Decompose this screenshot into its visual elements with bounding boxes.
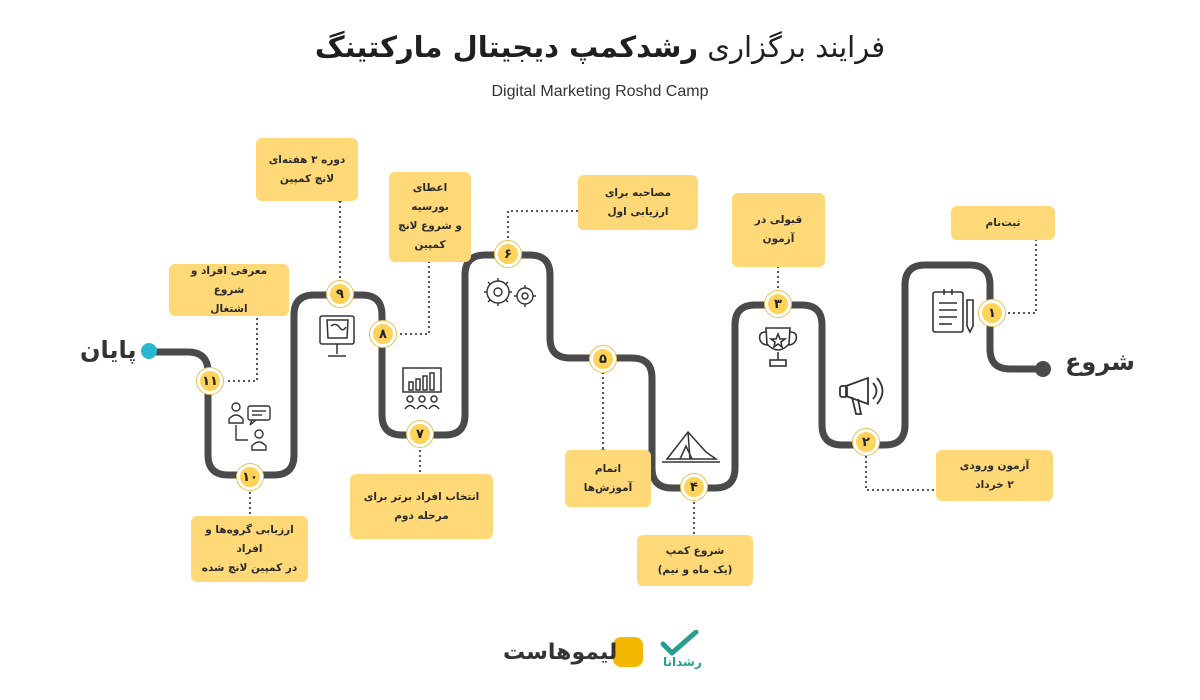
end-label: پایان (80, 336, 137, 364)
monitor-icon (319, 315, 355, 357)
limoo-logo (613, 637, 643, 667)
step-11-box: معرفی افراد و شروع اشتغال (169, 264, 289, 316)
step-4-box: شروع کمپ (یک ماه و نیم) (637, 535, 753, 586)
roshdana-logo (660, 630, 699, 656)
step-6-node: ۶ (495, 241, 521, 267)
step-5-node: ۵ (590, 346, 616, 372)
step-10-box: ارزیابی گروه‌ها و افراد در کمپین لانچ شد… (191, 516, 308, 582)
step-1-box: ثبت‌نام (951, 206, 1055, 240)
step-9-box: دوره ۳ هفته‌ای لانچ کمپین (256, 138, 358, 201)
step-9-node: ۹ (327, 281, 353, 307)
brand-roshdana: رشدانا (663, 655, 702, 669)
trophy-icon (758, 327, 798, 367)
connector-11 (228, 302, 258, 382)
step-4-node: ۴ (681, 474, 707, 500)
step-7-box: انتخاب افراد برتر برای مرحله دوم (350, 474, 493, 539)
brand-limoohost: لیموهاست (503, 640, 618, 665)
connector-2 (865, 446, 946, 491)
step-7-node: ۷ (407, 421, 433, 447)
step-8-node: ۸ (370, 321, 396, 347)
page-subtitle: Digital Marketing Roshd Camp (491, 83, 709, 100)
step-8-box: اعطای بورسیه و شروع لانچ کمپین (389, 172, 471, 262)
step-2-box: آزمون ورودی ۲ خرداد (936, 450, 1053, 501)
end-dot (141, 343, 157, 359)
step-5-box: اتمام آموزش‌ها (565, 450, 651, 507)
title-prefix: فرایند برگزاری (707, 30, 886, 64)
document-pencil-icon (932, 289, 974, 334)
step-6-box: مصاحبه برای ارزیابی اول (578, 175, 698, 230)
title-bold: رشدکمپ دیجیتال مارکتینگ (314, 30, 699, 64)
connector-1 (1008, 232, 1037, 314)
connector-6 (507, 210, 590, 253)
presentation-icon (402, 367, 442, 410)
step-3-box: قبولی در آزمون (732, 193, 825, 267)
step-10-node: ۱۰ (237, 464, 263, 490)
step-3-node: ۳ (765, 291, 791, 317)
step-11-node: ۱۱ (197, 368, 223, 394)
step-1-node: ۱ (979, 300, 1005, 326)
tent-icon (662, 430, 720, 463)
gears-icon (484, 278, 536, 307)
chat-people-icon (228, 402, 271, 451)
start-label: شروع (1065, 348, 1135, 376)
start-dot (1035, 361, 1051, 377)
connector-8 (400, 254, 430, 335)
page-title: فرایند برگزاری رشدکمپ دیجیتال مارکتینگ (0, 30, 1200, 64)
megaphone-icon (839, 376, 884, 415)
step-2-node: ۲ (853, 429, 879, 455)
